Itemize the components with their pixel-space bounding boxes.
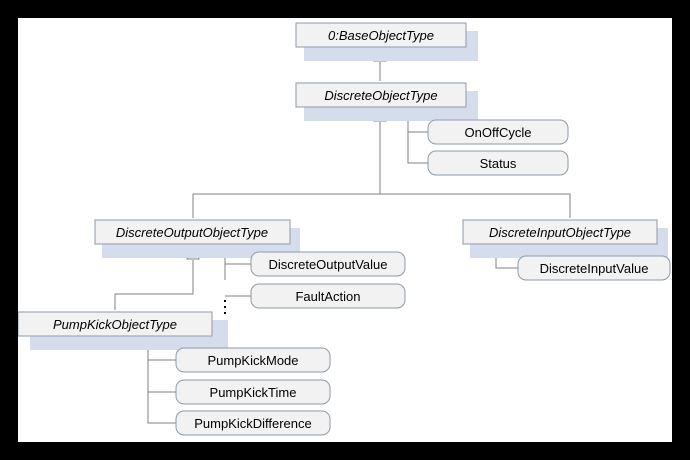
type-label-pump-kick: PumpKickObjectType	[53, 317, 177, 332]
property-label-discreteinputvalue: DiscreteInputValue	[540, 261, 649, 276]
property-node-pumpkickdifference: PumpKickDifference	[175, 410, 331, 436]
property-node-discreteinputvalue: DiscreteInputValue	[517, 255, 671, 281]
property-label-pumpkickmode: PumpKickMode	[207, 353, 298, 368]
type-label-discrete-output: DiscreteOutputObjectType	[116, 225, 268, 240]
property-label-pumpkickdifference: PumpKickDifference	[194, 416, 312, 431]
property-label-discreteoutputvalue: DiscreteOutputValue	[269, 257, 388, 272]
property-label-pumpkicktime: PumpKickTime	[210, 385, 297, 400]
inherit-line-branch	[192, 193, 571, 218]
property-node-onoffcycle: OnOffCycle	[427, 119, 569, 145]
type-hierarchy-diagram: 0:BaseObjectType DiscreteObjectType Disc…	[18, 22, 671, 436]
type-node-pump-kick: PumpKickObjectType	[18, 311, 228, 350]
property-node-discreteoutputvalue: DiscreteOutputValue	[250, 251, 406, 277]
type-label-discrete-input: DiscreteInputObjectType	[489, 225, 631, 240]
property-node-status: Status	[427, 150, 569, 176]
property-label-faultaction: FaultAction	[295, 289, 360, 304]
property-label-onoffcycle: OnOffCycle	[465, 125, 532, 140]
property-label-status: Status	[480, 156, 517, 171]
type-node-discrete-input: DiscreteInputObjectType	[462, 219, 668, 258]
type-label-discrete: DiscreteObjectType	[324, 88, 437, 103]
type-label-base: 0:BaseObjectType	[328, 28, 434, 43]
property-node-pumpkicktime: PumpKickTime	[175, 379, 331, 405]
type-node-base: 0:BaseObjectType	[295, 22, 478, 61]
property-node-pumpkickmode: PumpKickMode	[175, 347, 331, 373]
ref-line-pumpkick-trunk	[147, 336, 176, 424]
inherit-line-pumpkick	[114, 260, 194, 310]
property-node-faultaction: FaultAction	[250, 283, 406, 309]
more-references-ellipsis	[224, 300, 226, 314]
ref-line-status	[407, 132, 430, 164]
type-node-discrete: DiscreteObjectType	[295, 82, 478, 121]
diagram-canvas: 0:BaseObjectType DiscreteObjectType Disc…	[18, 18, 672, 442]
